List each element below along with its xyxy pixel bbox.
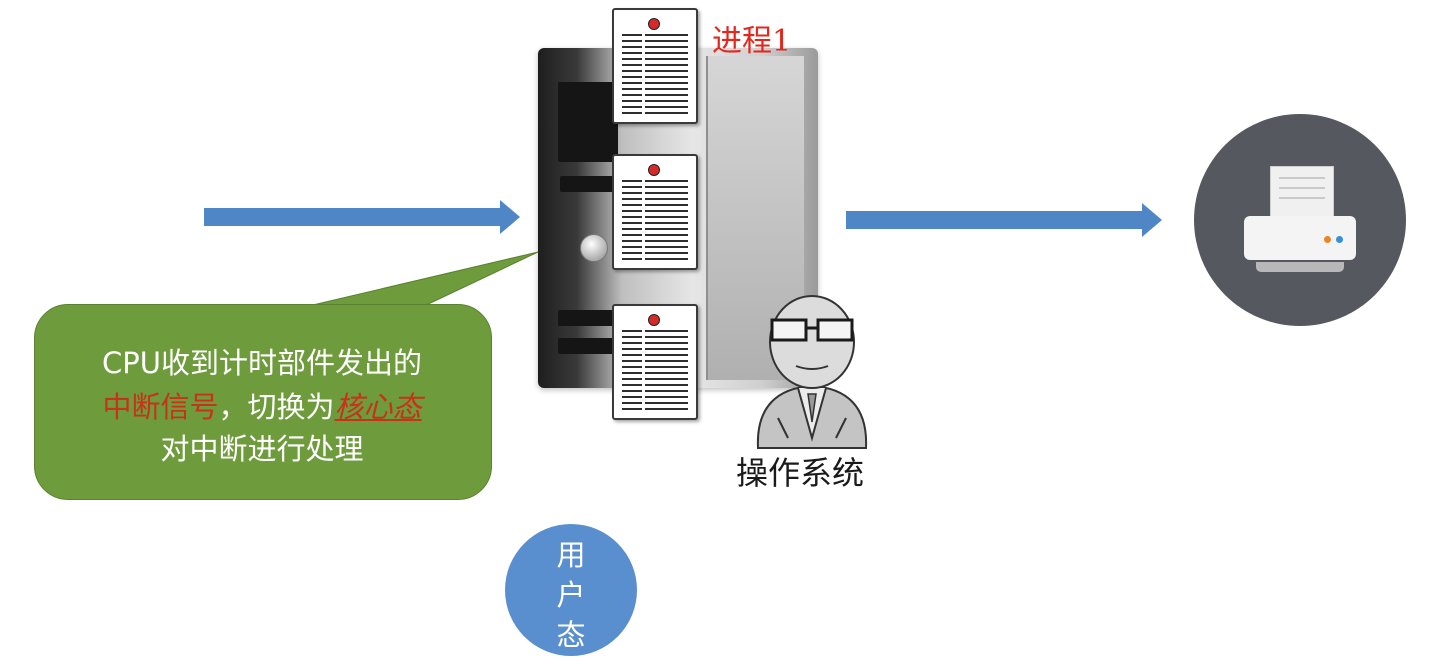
- printer-led-orange: [1324, 236, 1331, 243]
- printer-paper-line: [1279, 177, 1325, 179]
- document-text-lines: [622, 34, 688, 114]
- os-person-icon: [756, 295, 868, 449]
- outgoing-arrow: [846, 203, 1166, 237]
- document-text-lines: [622, 180, 688, 260]
- document-pin: [648, 18, 660, 30]
- server-bay-upper: [560, 176, 616, 192]
- server-bay-lower-1: [558, 310, 618, 326]
- user-mode-char: 用: [556, 538, 586, 572]
- printer-body: [1244, 216, 1356, 260]
- callout-line-3: 对中断进行处理: [160, 432, 364, 466]
- printer-tray: [1256, 262, 1344, 272]
- callout-kernel-mode: 核心态: [334, 390, 422, 424]
- callout-interrupt-signal: 中断信号: [102, 390, 219, 424]
- document-page-icon: [612, 154, 698, 270]
- document-page-icon: [612, 304, 698, 420]
- outgoing-arrow-head: [1142, 203, 1162, 237]
- document-pin: [648, 314, 660, 326]
- process-label: 进程1: [712, 24, 792, 59]
- incoming-arrow-head: [500, 200, 520, 234]
- printer-led-blue: [1336, 236, 1343, 243]
- document-page-icon: [612, 8, 698, 124]
- outgoing-arrow-shaft: [846, 211, 1142, 229]
- server-power-knob: [580, 234, 608, 262]
- os-label: 操作系统: [736, 454, 865, 492]
- server-bay-lower-2: [558, 338, 618, 354]
- printer-paper-line: [1279, 197, 1325, 199]
- callout-line-1: CPU收到计时部件发出的: [102, 346, 422, 380]
- incoming-arrow-shaft: [204, 208, 500, 226]
- document-pin: [648, 164, 660, 176]
- user-mode-char: 态: [556, 618, 586, 652]
- user-mode-badge: [505, 524, 637, 656]
- document-text-lines: [622, 330, 688, 410]
- callout-line-2: 中断信号，切换为核心态: [34, 384, 490, 426]
- callout-pointer: [299, 251, 539, 309]
- incoming-arrow: [204, 200, 540, 234]
- printer-paper-line: [1279, 187, 1325, 189]
- user-mode-char: 户: [556, 578, 586, 612]
- server-bay-top: [558, 82, 618, 162]
- callout-bubble: [34, 304, 492, 500]
- callout-switch-text: ，切换为: [218, 390, 335, 424]
